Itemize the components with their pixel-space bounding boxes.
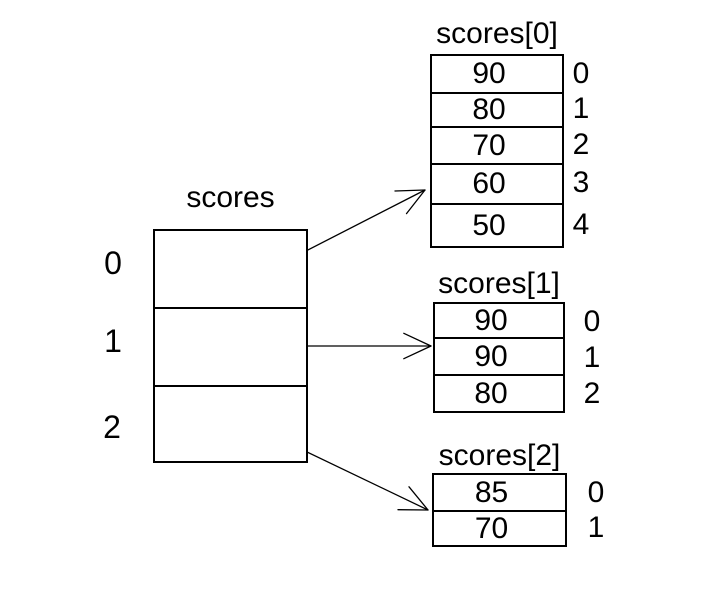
value-cell: 70: [474, 511, 509, 545]
index-label: 4: [572, 207, 590, 241]
pointer-cell-1: [155, 309, 306, 387]
value-cell: 85: [434, 475, 565, 512]
index-label: 1: [587, 510, 605, 544]
pointer-cell-2: [155, 387, 306, 461]
index-label: 1: [572, 92, 590, 125]
sub-array-0-table: 90 80 70 60 50: [430, 54, 564, 248]
main-index-1: 1: [104, 322, 122, 359]
sub-array-2-indices: 0 1: [580, 475, 612, 545]
main-array-title: scores: [186, 181, 275, 214]
value-cell: 60: [432, 165, 562, 205]
main-array-box: [153, 229, 308, 463]
index-label: 0: [587, 475, 605, 509]
sub-array-1-title: scores[1]: [438, 267, 560, 300]
index-label: 2: [572, 127, 590, 161]
pointer-cell-0: [155, 231, 306, 309]
value-cell: 90: [432, 56, 562, 94]
sub-array-2-title: scores[2]: [438, 439, 561, 472]
sub-array-0-indices: 0 1 2 3 4: [566, 56, 596, 246]
main-index-2: 2: [103, 408, 121, 445]
main-index-0: 0: [104, 244, 122, 281]
value-cell: 90: [435, 339, 563, 376]
value-cell: 80: [474, 376, 508, 410]
index-label: 0: [583, 304, 601, 338]
value-cell: 90: [435, 304, 563, 339]
index-label: 0: [572, 57, 590, 90]
sub-array-2-table: 85 70: [432, 473, 567, 547]
value-cell: 50: [472, 208, 506, 242]
sub-array-1-table: 90 90 80: [433, 302, 565, 413]
sub-array-0-title: scores[0]: [436, 17, 558, 50]
value-cell: 80: [432, 93, 562, 128]
index-label: 1: [583, 340, 601, 374]
index-label: 3: [572, 166, 590, 199]
index-label: 2: [583, 376, 601, 410]
value-cell: 70: [432, 128, 562, 165]
sub-array-1-indices: 0 1 2: [576, 304, 608, 411]
